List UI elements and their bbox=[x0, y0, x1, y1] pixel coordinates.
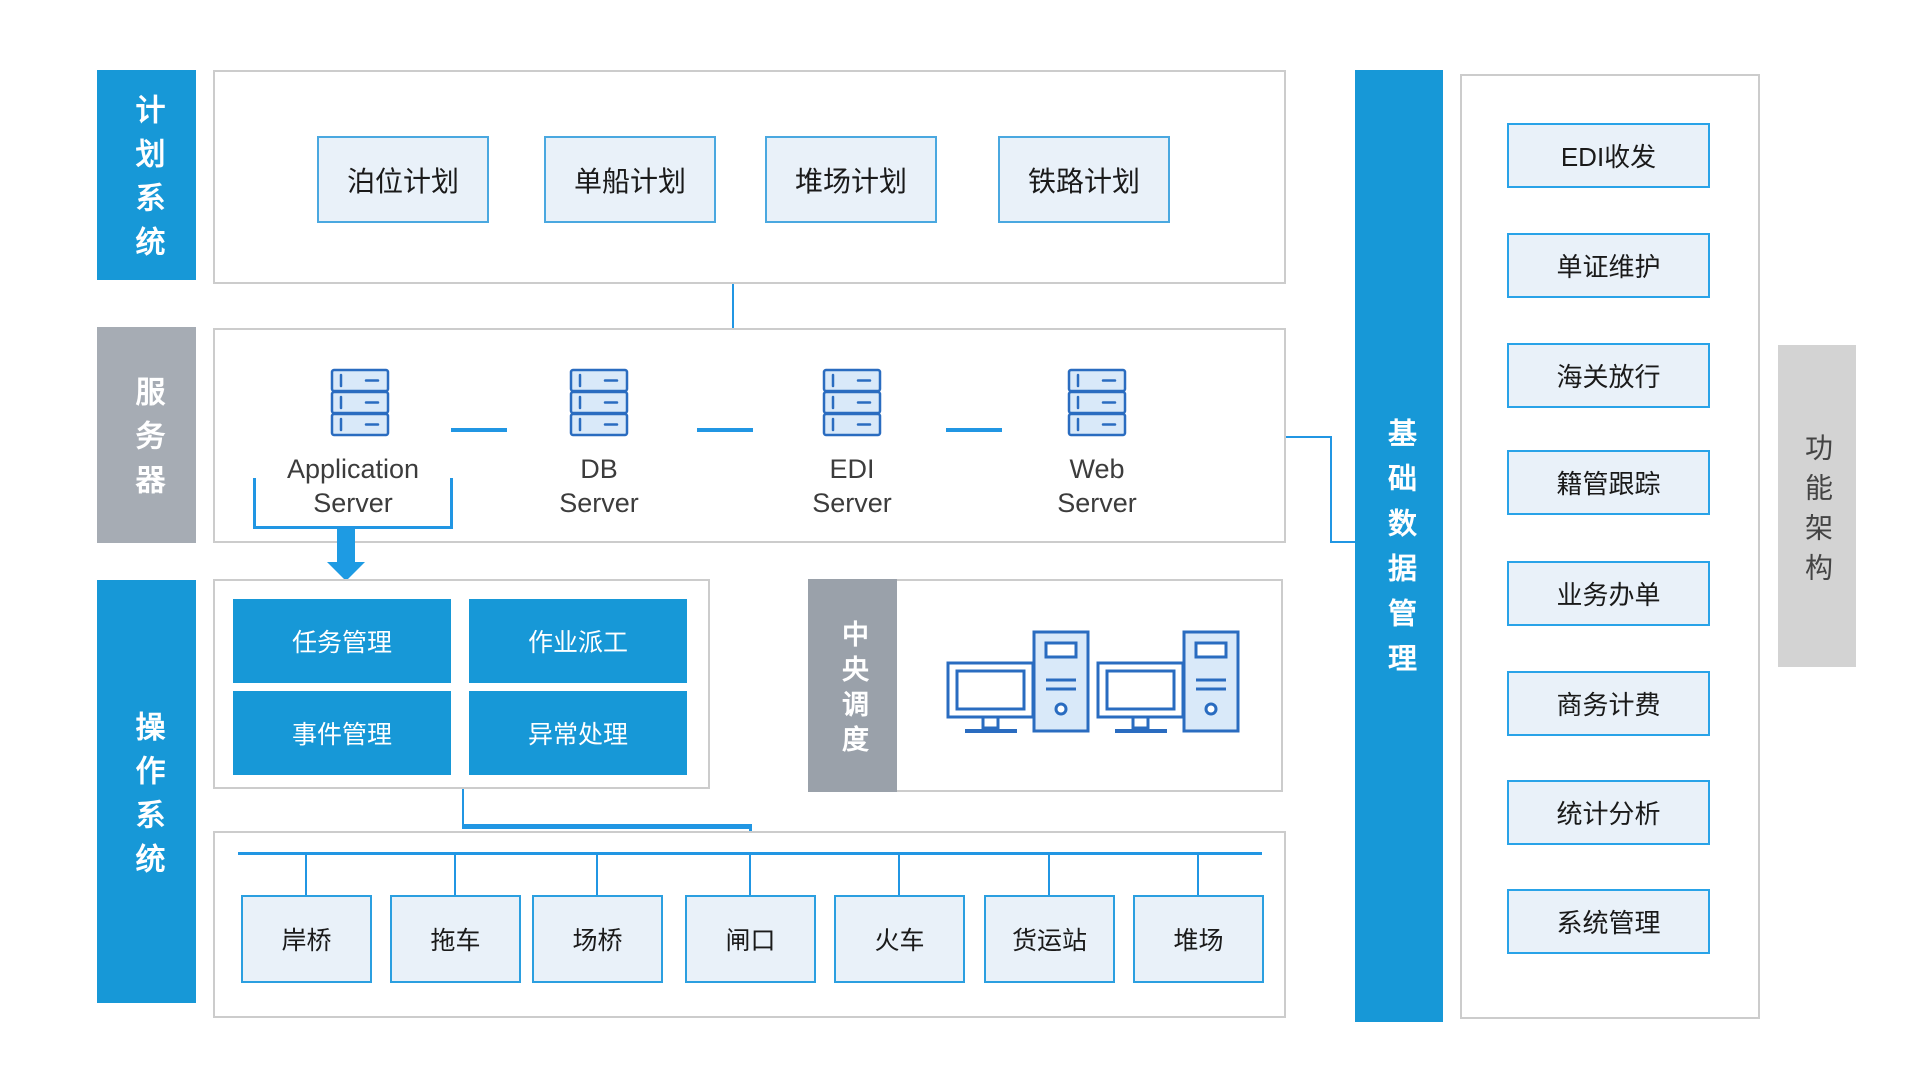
central-dispatch-strip: 中央调度 bbox=[808, 579, 897, 792]
op-button-job-dispatch: 作业派工 bbox=[469, 599, 687, 683]
rail-base-data-label: 基础数据管理 bbox=[1383, 418, 1416, 688]
application-server-bracket bbox=[253, 478, 453, 529]
functions-frame bbox=[1460, 74, 1760, 1019]
server-link-dash bbox=[946, 428, 1002, 432]
rail-operation-system: 操作系统 bbox=[97, 580, 196, 1003]
equipment-drop-line bbox=[898, 852, 900, 895]
func-node-system-management: 系统管理 bbox=[1507, 889, 1710, 954]
connector-server-basedata bbox=[1330, 541, 1355, 543]
func-node-commercial-billing: 商务计费 bbox=[1507, 671, 1710, 736]
equip-node-yard-crane: 场桥 bbox=[532, 895, 663, 983]
server-rack-icon bbox=[569, 368, 629, 437]
workstation-icon bbox=[1096, 630, 1240, 733]
plan-node-rail: 铁路计划 bbox=[998, 136, 1170, 223]
down-arrow-icon bbox=[337, 529, 355, 563]
plan-node-yard: 堆场计划 bbox=[765, 136, 937, 223]
func-node-registry-tracking: 籍管跟踪 bbox=[1507, 450, 1710, 515]
op-button-exception-handling: 异常处理 bbox=[469, 691, 687, 775]
rail-server-label: 服务器 bbox=[130, 376, 164, 508]
equip-node-gate: 闸口 bbox=[685, 895, 816, 983]
workstation-icon bbox=[946, 630, 1090, 733]
equip-node-freight-station: 货运站 bbox=[984, 895, 1115, 983]
op-button-task-management: 任务管理 bbox=[233, 599, 451, 683]
connector-ops-equipment bbox=[462, 789, 464, 826]
func-node-edi: EDI收发 bbox=[1507, 123, 1710, 188]
func-node-document-maintenance: 单证维护 bbox=[1507, 233, 1710, 298]
rail-server: 服务器 bbox=[97, 327, 196, 543]
equip-node-quay-crane: 岸桥 bbox=[241, 895, 372, 983]
func-node-statistics: 统计分析 bbox=[1507, 780, 1710, 845]
rail-functional-architecture-label: 功能架构 bbox=[1802, 433, 1833, 593]
server-link-dash bbox=[697, 428, 753, 432]
rail-planning-system: 计划系统 bbox=[97, 70, 196, 280]
func-node-customs-release: 海关放行 bbox=[1507, 343, 1710, 408]
server-rack-icon bbox=[330, 368, 390, 437]
equipment-drop-line bbox=[454, 852, 456, 895]
server-label-db: DB Server bbox=[559, 454, 639, 518]
server-label-edi: EDI Server bbox=[812, 454, 892, 518]
equipment-drop-line bbox=[305, 852, 307, 895]
server-label-web: Web Server bbox=[1057, 454, 1137, 518]
equipment-drop-line bbox=[596, 852, 598, 895]
plan-node-vessel: 单船计划 bbox=[544, 136, 716, 223]
rail-functional-architecture: 功能架构 bbox=[1778, 345, 1856, 667]
rail-planning-label: 计划系统 bbox=[130, 94, 164, 270]
rail-operation-label: 操作系统 bbox=[130, 710, 164, 887]
equipment-drop-line bbox=[749, 852, 751, 895]
plan-node-berth: 泊位计划 bbox=[317, 136, 489, 223]
server-label-application: Application Server bbox=[286, 454, 420, 518]
op-button-event-management: 事件管理 bbox=[233, 691, 451, 775]
server-link-dash bbox=[451, 428, 507, 432]
server-rack-icon bbox=[822, 368, 882, 437]
func-node-business-orders: 业务办单 bbox=[1507, 561, 1710, 626]
connector-server-basedata bbox=[1286, 436, 1332, 438]
connector-server-basedata bbox=[1330, 436, 1332, 543]
equip-node-yard: 堆场 bbox=[1133, 895, 1264, 983]
central-dispatch-label: 中央调度 bbox=[838, 619, 868, 760]
server-rack-icon bbox=[1067, 368, 1127, 437]
connector-ops-equipment bbox=[462, 824, 752, 829]
down-arrow-icon bbox=[327, 562, 365, 581]
rail-base-data-management: 基础数据管理 bbox=[1355, 70, 1443, 1022]
equip-node-train: 火车 bbox=[834, 895, 965, 983]
connector-planning-server bbox=[732, 284, 734, 328]
equipment-drop-line bbox=[1197, 852, 1199, 895]
equipment-drop-line bbox=[1048, 852, 1050, 895]
equip-node-truck: 拖车 bbox=[390, 895, 521, 983]
